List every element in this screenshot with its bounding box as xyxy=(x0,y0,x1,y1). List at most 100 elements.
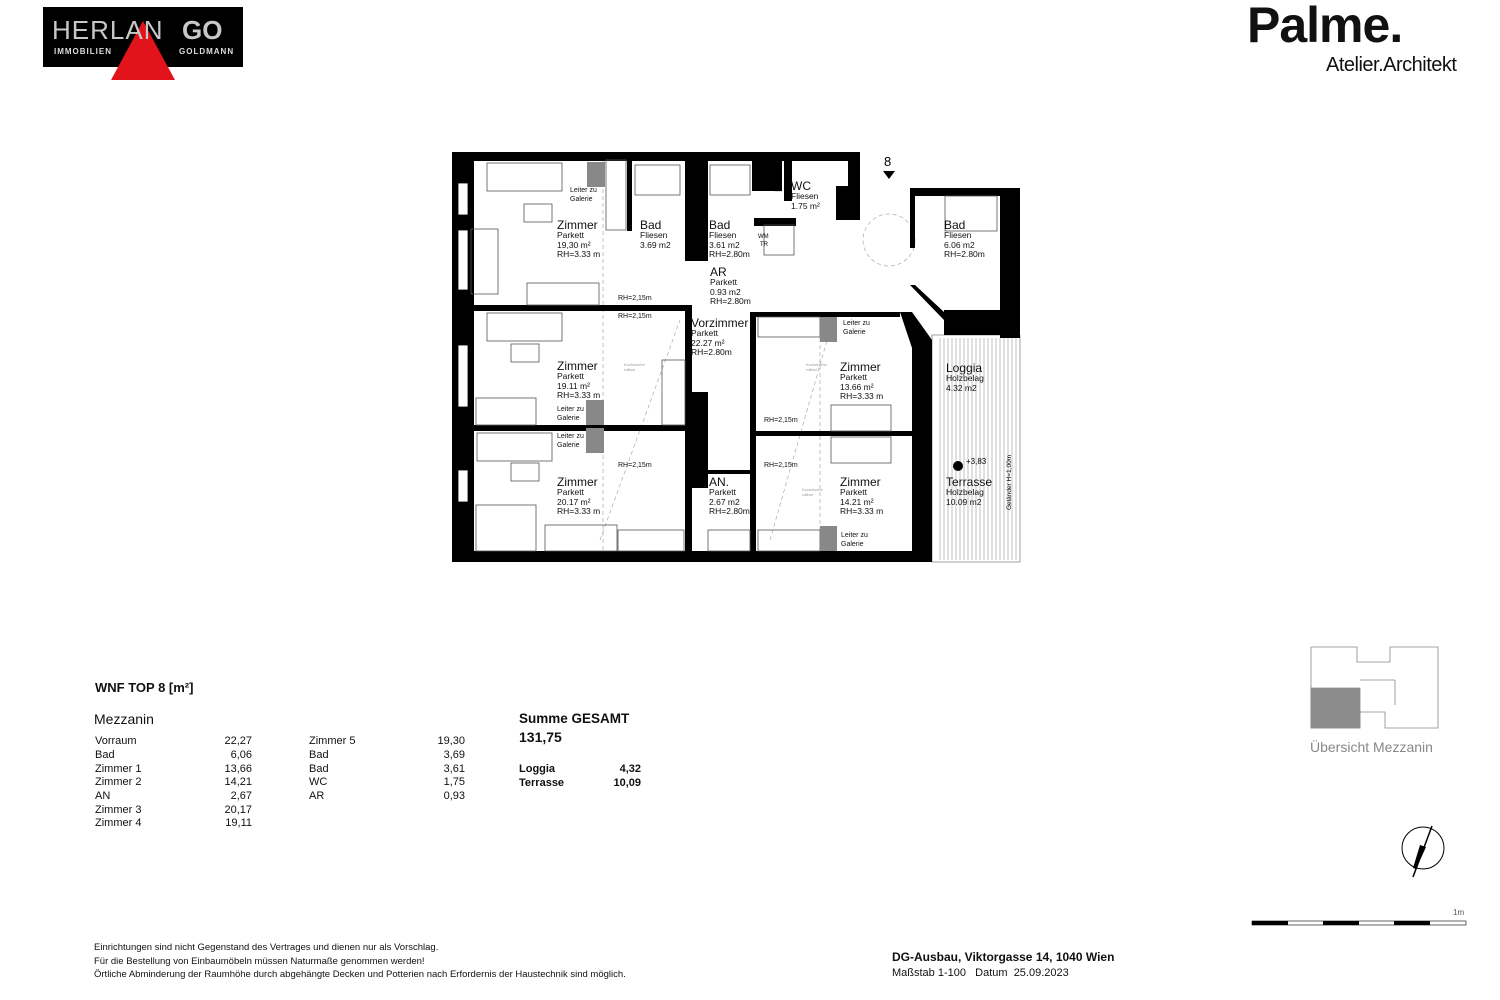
room-name: Zimmer xyxy=(557,218,598,232)
herlango-logo-graphic: HERLAN GO IMMOBILIEN GOLDMANN xyxy=(52,15,233,80)
room-floor: Holzbelag xyxy=(946,487,984,497)
area-value: 13,66 xyxy=(224,762,252,775)
area-label: Vorraum xyxy=(95,735,137,748)
room-area: 3.69 m2 xyxy=(640,239,671,250)
area-value: 1,75 xyxy=(443,776,465,789)
room-name: Bad xyxy=(709,218,731,232)
room-name: Vorzimmer xyxy=(691,316,749,330)
room-floor: Holzbelag xyxy=(946,373,984,383)
room-area: 20.17 m² xyxy=(557,496,591,507)
room-height: RH=2.80m xyxy=(709,506,750,516)
wm-label: WM xyxy=(758,234,769,240)
room-name: WC xyxy=(791,179,811,193)
room-height: RH=2.80m xyxy=(710,296,751,306)
area-value: 19,30 xyxy=(437,735,465,748)
railing-note: Geländer H=1,00m xyxy=(1006,455,1013,510)
room-area: 2.67 m2 xyxy=(709,496,740,507)
disclaimer-line: Für die Bestellung von Einbaumöbeln müss… xyxy=(94,955,425,967)
room-floor: Fliesen xyxy=(944,230,972,240)
room-height: RH=3.33 m xyxy=(557,506,601,516)
extra-value: 10,09 xyxy=(613,777,641,789)
extra-label: Terrasse xyxy=(519,777,565,789)
room-floor: Fliesen xyxy=(791,191,819,201)
palme-logo-title: Palme. xyxy=(1247,0,1403,53)
room-area: 1.75 m² xyxy=(791,200,820,211)
room-name: Bad xyxy=(944,218,966,232)
area-label: Bad xyxy=(309,762,329,775)
scale-text: Maßstab 1-100 xyxy=(892,967,966,979)
room-height: RH=3.33 m xyxy=(840,506,884,516)
windows xyxy=(457,182,469,503)
level-mark-icon xyxy=(953,461,963,471)
room-name: Loggia xyxy=(946,361,983,375)
furniture xyxy=(470,159,998,552)
area-label: Zimmer 5 xyxy=(309,735,356,748)
ceiling-note: RH=2,15m xyxy=(618,462,652,469)
area-label: Bad xyxy=(95,749,115,762)
stairs-ladders xyxy=(586,162,837,551)
level-mark-text: +3,83 xyxy=(966,457,987,466)
room-name: AR xyxy=(710,265,727,279)
ceiling-note: RH=2,15m xyxy=(764,417,798,424)
room-name: Zimmer xyxy=(557,359,598,373)
room-floor: Parkett xyxy=(840,487,867,497)
overview-map xyxy=(1310,646,1439,729)
area-value: 2,67 xyxy=(230,790,252,803)
area-value: 20,17 xyxy=(224,803,252,816)
walls xyxy=(452,152,1020,562)
area-value: 14,21 xyxy=(224,776,252,789)
room-area: 19,30 m² xyxy=(557,239,591,250)
area-value: 22,27 xyxy=(224,735,252,748)
room-floor: Fliesen xyxy=(640,230,668,240)
level-mark: +3,83 xyxy=(953,457,987,471)
extra-label: Loggia xyxy=(519,763,556,775)
area-label: Zimmer 4 xyxy=(95,817,142,830)
area-row: WC 1,75 xyxy=(309,776,465,790)
room-area: 14.21 m² xyxy=(840,496,874,507)
total-value: 131,75 xyxy=(519,729,562,745)
ceiling-note: RH=2,15m xyxy=(618,313,652,320)
ceiling-note: RH=2,15m xyxy=(618,295,652,302)
svg-text:IMMOBILIEN: IMMOBILIEN xyxy=(54,47,112,56)
room-height: RH=2.80m xyxy=(709,249,750,259)
room-name: Terrasse xyxy=(946,475,993,489)
room-height: RH=2.80m xyxy=(691,347,732,357)
room-height: RH=3.33 m xyxy=(840,391,884,401)
room-floor: Fliesen xyxy=(709,230,737,240)
entrance-arrow-icon xyxy=(883,171,895,179)
north-arrow-icon xyxy=(1401,825,1445,878)
area-label: AR xyxy=(309,790,325,803)
room-name: Zimmer xyxy=(840,475,881,489)
scale-bar xyxy=(1251,920,1467,926)
room-area: 3.61 m2 xyxy=(709,239,740,250)
room-area: 0.93 m2 xyxy=(710,286,741,297)
ladder-note-line: Leiter zu xyxy=(557,406,584,413)
room-area: 4.32 m2 xyxy=(946,382,977,393)
room-name: Bad xyxy=(640,218,662,232)
overview-label: Übersicht Mezzanin xyxy=(1310,739,1433,755)
ladder-note-line: Leiter zu xyxy=(841,532,868,539)
area-label: WC xyxy=(309,776,328,789)
entrance-marker: 8 xyxy=(883,154,895,179)
